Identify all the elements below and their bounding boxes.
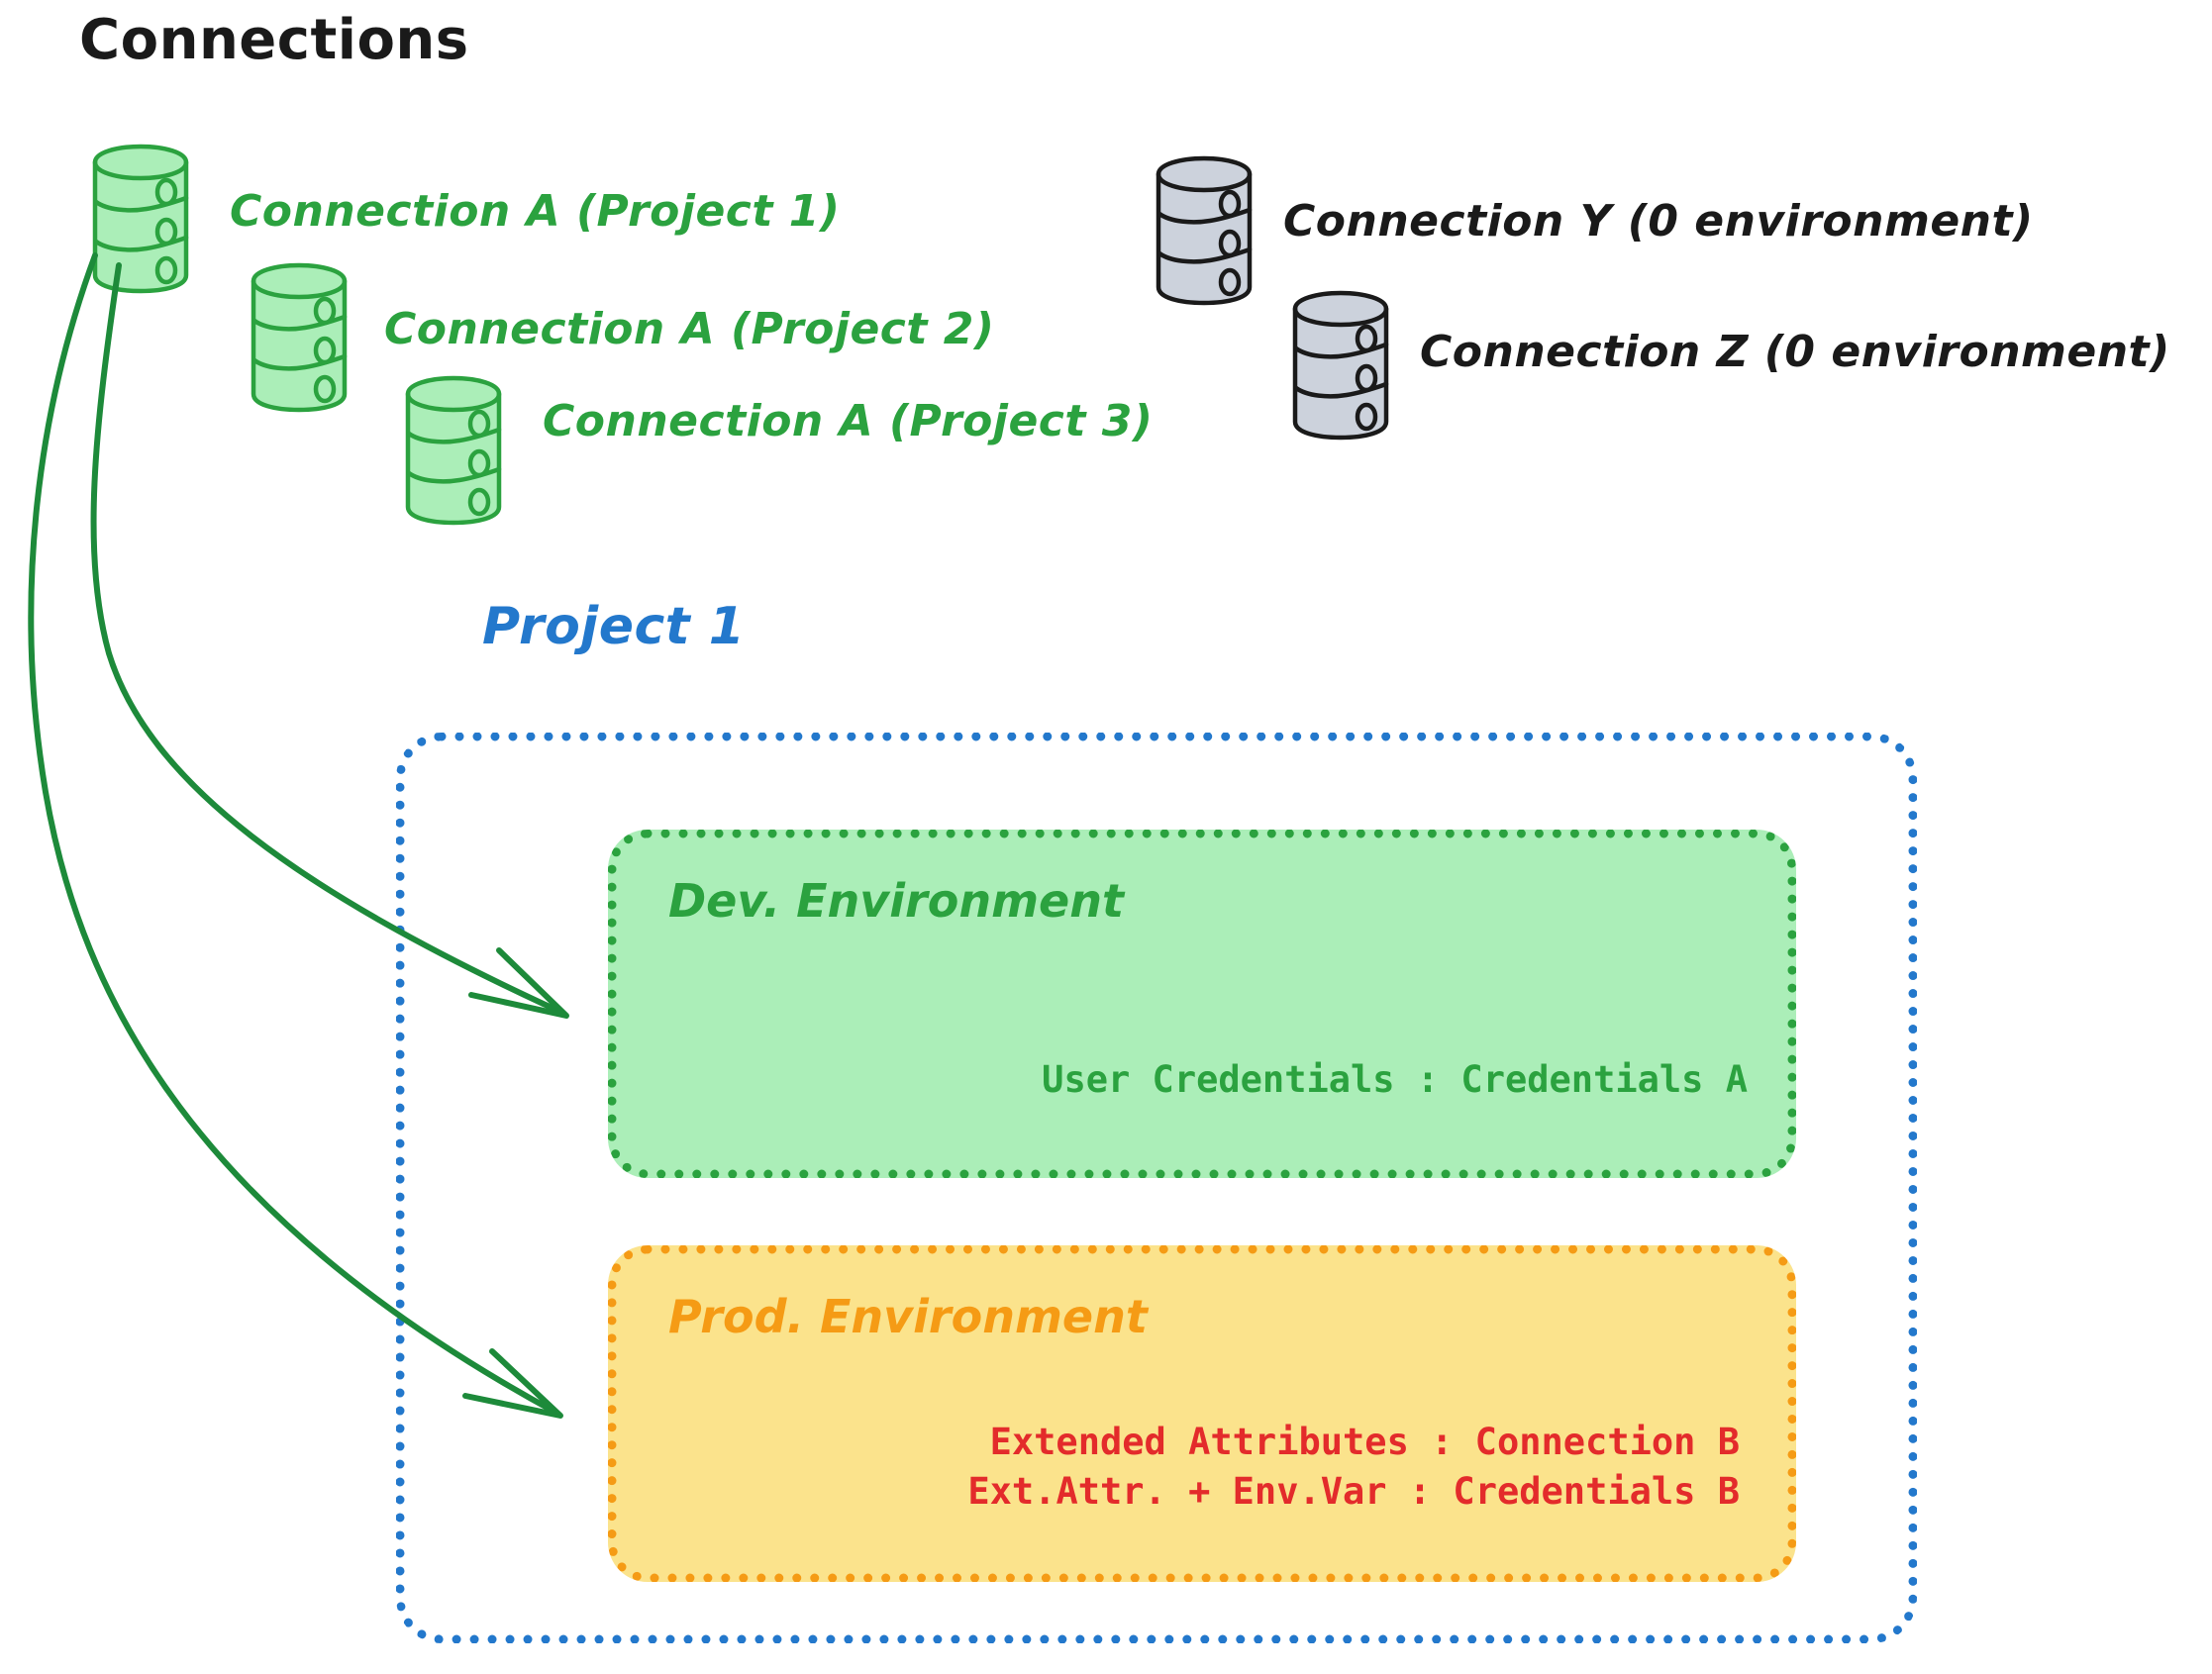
connection-label-a-project-1: Connection A (Project 1) xyxy=(230,186,841,237)
connection-label-a-project-3: Connection A (Project 3) xyxy=(543,396,1154,446)
dev-environment-box: Dev. Environment User Credentials : Cred… xyxy=(608,830,1796,1178)
prod-ext-attr-env-var-line: Ext.Attr. + Env.Var : Credentials B xyxy=(967,1470,1740,1513)
connection-label-z: Connection Z (0 environment) xyxy=(1420,327,2170,377)
database-icon-connection-z xyxy=(1287,287,1396,445)
database-icon-connection-a-project-3 xyxy=(400,372,509,531)
prod-extended-attributes-line: Extended Attributes : Connection B xyxy=(989,1421,1740,1463)
database-icon-connection-a-project-1 xyxy=(87,141,196,299)
prod-environment-box: Prod. Environment Extended Attributes : … xyxy=(608,1245,1796,1582)
prod-environment-title: Prod. Environment xyxy=(668,1290,1148,1343)
connection-label-a-project-2: Connection A (Project 2) xyxy=(384,304,995,354)
dev-environment-title: Dev. Environment xyxy=(668,874,1124,928)
dev-credentials-line: User Credentials : Credentials A xyxy=(1042,1058,1748,1101)
database-icon-connection-a-project-2 xyxy=(246,259,354,418)
database-icon-connection-y xyxy=(1151,152,1259,311)
page-title: Connections xyxy=(79,8,469,72)
connection-label-y: Connection Y (0 environment) xyxy=(1283,196,2034,246)
project-title: Project 1 xyxy=(482,597,746,656)
